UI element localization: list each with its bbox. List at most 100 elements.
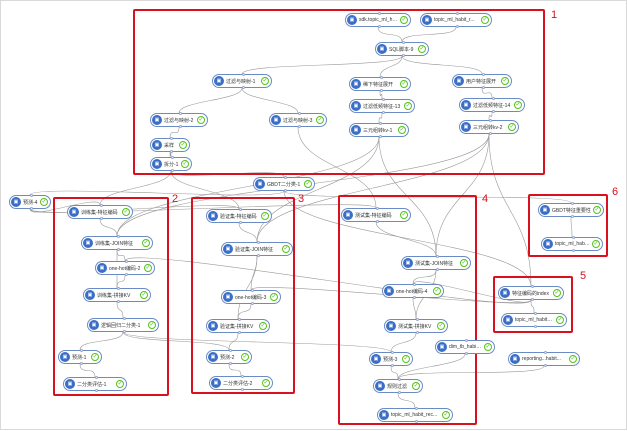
input-port[interactable] (297, 112, 301, 115)
output-port[interactable] (397, 391, 401, 394)
node-n6[interactable]: ▣用户特征展开✓ (452, 73, 512, 89)
output-port[interactable] (124, 273, 128, 276)
output-port[interactable] (240, 388, 244, 391)
node-n21[interactable]: ▣验证集-JOIN特征✓ (221, 241, 293, 257)
output-port[interactable] (170, 169, 174, 172)
node-n20[interactable]: ▣训练集-JOIN特征✓ (81, 235, 153, 251)
node-n4[interactable]: ▣过滤与映射-1✓ (212, 73, 272, 89)
input-port[interactable] (570, 202, 574, 205)
node-n1[interactable]: ▣sdk.topic_ml_ha...✓ (345, 12, 411, 28)
input-port[interactable] (250, 289, 254, 292)
input-port[interactable] (169, 137, 173, 140)
output-port[interactable] (481, 86, 485, 89)
input-port[interactable] (238, 208, 242, 211)
output-port[interactable] (283, 189, 287, 192)
node-n42[interactable]: ▣topic_ml_habit_r...✓ (501, 312, 567, 328)
input-port[interactable] (401, 41, 405, 44)
node-n25[interactable]: ▣one-hot编码-4✓ (382, 283, 444, 299)
node-n23[interactable]: ▣one-hot编码-2✓ (95, 260, 155, 276)
output-port[interactable] (250, 302, 254, 305)
input-port[interactable] (256, 241, 260, 244)
node-n40[interactable]: ▣topic_ml_habit_r...✓ (541, 236, 603, 252)
node-n13[interactable]: ▣采样✓ (150, 137, 190, 153)
node-n7[interactable]: ▣过滤低频特征-13✓ (349, 98, 415, 114)
output-port[interactable] (533, 325, 537, 328)
output-port[interactable] (377, 25, 381, 28)
output-port[interactable] (414, 420, 418, 423)
input-port[interactable] (435, 255, 439, 258)
output-port[interactable] (122, 330, 126, 333)
node-n38[interactable]: ▣topic_ml_habit_rec...✓ (377, 407, 453, 423)
input-port[interactable] (375, 207, 379, 210)
input-port[interactable] (124, 260, 128, 263)
input-port[interactable] (178, 112, 182, 115)
node-n12[interactable]: ▣三元组转kv-2✓ (459, 119, 519, 135)
node-n33[interactable]: ▣二分类评估-1✓ (63, 376, 127, 392)
output-port[interactable] (375, 220, 379, 223)
node-n30[interactable]: ▣预测-1✓ (58, 349, 102, 365)
node-n26[interactable]: ▣训练集-拼接KV✓ (83, 287, 151, 303)
node-n19[interactable]: ▣测试集-特征编码✓ (341, 207, 411, 223)
node-n15[interactable]: ▣GBDT二分类-1✓ (253, 176, 315, 192)
node-n41[interactable]: ▣特征编码的index✓ (498, 285, 564, 301)
input-port[interactable] (29, 194, 33, 197)
node-n35[interactable]: ▣dim_tb_habit-3✓ (435, 339, 495, 355)
node-n39[interactable]: ▣GBDT特征重要性✓ (538, 202, 604, 218)
input-port[interactable] (414, 407, 418, 410)
output-port[interactable] (390, 364, 394, 367)
input-port[interactable] (379, 76, 383, 79)
output-port[interactable] (455, 25, 459, 28)
output-port[interactable] (79, 362, 83, 365)
output-port[interactable] (297, 125, 301, 128)
node-n29[interactable]: ▣逻辑回归二分类-1✓ (87, 317, 159, 333)
input-port[interactable] (237, 318, 241, 321)
node-n9[interactable]: ▣过滤与映射-2✓ (150, 112, 208, 128)
output-port[interactable] (530, 298, 534, 301)
input-port[interactable] (240, 375, 244, 378)
input-port[interactable] (491, 97, 495, 100)
output-port[interactable] (169, 150, 173, 153)
node-n32[interactable]: ▣预测-3✓ (369, 351, 413, 367)
input-port[interactable] (116, 235, 120, 238)
input-port[interactable] (543, 351, 547, 354)
input-port[interactable] (283, 176, 287, 179)
node-n3[interactable]: ▣SQL脚本-9✓ (375, 41, 429, 57)
output-port[interactable] (378, 135, 382, 138)
node-n34[interactable]: ▣二分类评估-2✓ (209, 375, 273, 391)
input-port[interactable] (116, 287, 120, 290)
node-n2[interactable]: ▣topic_ml_habit_r...✓ (420, 12, 492, 28)
output-port[interactable] (543, 364, 547, 367)
output-port[interactable] (571, 249, 575, 252)
output-port[interactable] (29, 207, 33, 210)
input-port[interactable] (122, 317, 126, 320)
node-n11[interactable]: ▣三元组转kv-1✓ (349, 122, 409, 138)
output-port[interactable] (381, 111, 385, 114)
node-n18[interactable]: ▣验证集-特征编码✓ (206, 208, 272, 224)
input-port[interactable] (488, 119, 492, 122)
output-port[interactable] (435, 268, 439, 271)
output-port[interactable] (415, 331, 419, 334)
input-port[interactable] (530, 285, 534, 288)
output-port[interactable] (116, 248, 120, 251)
input-port[interactable] (464, 339, 468, 342)
node-n14[interactable]: ▣拆分-1✓ (150, 156, 192, 172)
input-port[interactable] (241, 73, 245, 76)
output-port[interactable] (256, 254, 260, 257)
node-n27[interactable]: ▣验证集-拼接KV✓ (206, 318, 270, 334)
node-n36[interactable]: ▣reporting...habit...✓ (508, 351, 580, 367)
output-port[interactable] (379, 89, 383, 92)
output-port[interactable] (241, 86, 245, 89)
input-port[interactable] (412, 283, 416, 286)
node-n22[interactable]: ▣测试集-JOIN特征✓ (401, 255, 471, 271)
input-port[interactable] (79, 349, 83, 352)
input-port[interactable] (390, 351, 394, 354)
output-port[interactable] (491, 110, 495, 113)
input-port[interactable] (94, 376, 98, 379)
node-n37[interactable]: ▣规则过滤✓ (373, 378, 423, 394)
input-port[interactable] (99, 204, 103, 207)
node-n24[interactable]: ▣one-hot编码-3✓ (221, 289, 281, 305)
node-n10[interactable]: ▣过滤与映射-3✓ (269, 112, 327, 128)
output-port[interactable] (464, 352, 468, 355)
node-n28[interactable]: ▣测试集-拼接KV✓ (384, 318, 448, 334)
output-port[interactable] (401, 54, 405, 57)
